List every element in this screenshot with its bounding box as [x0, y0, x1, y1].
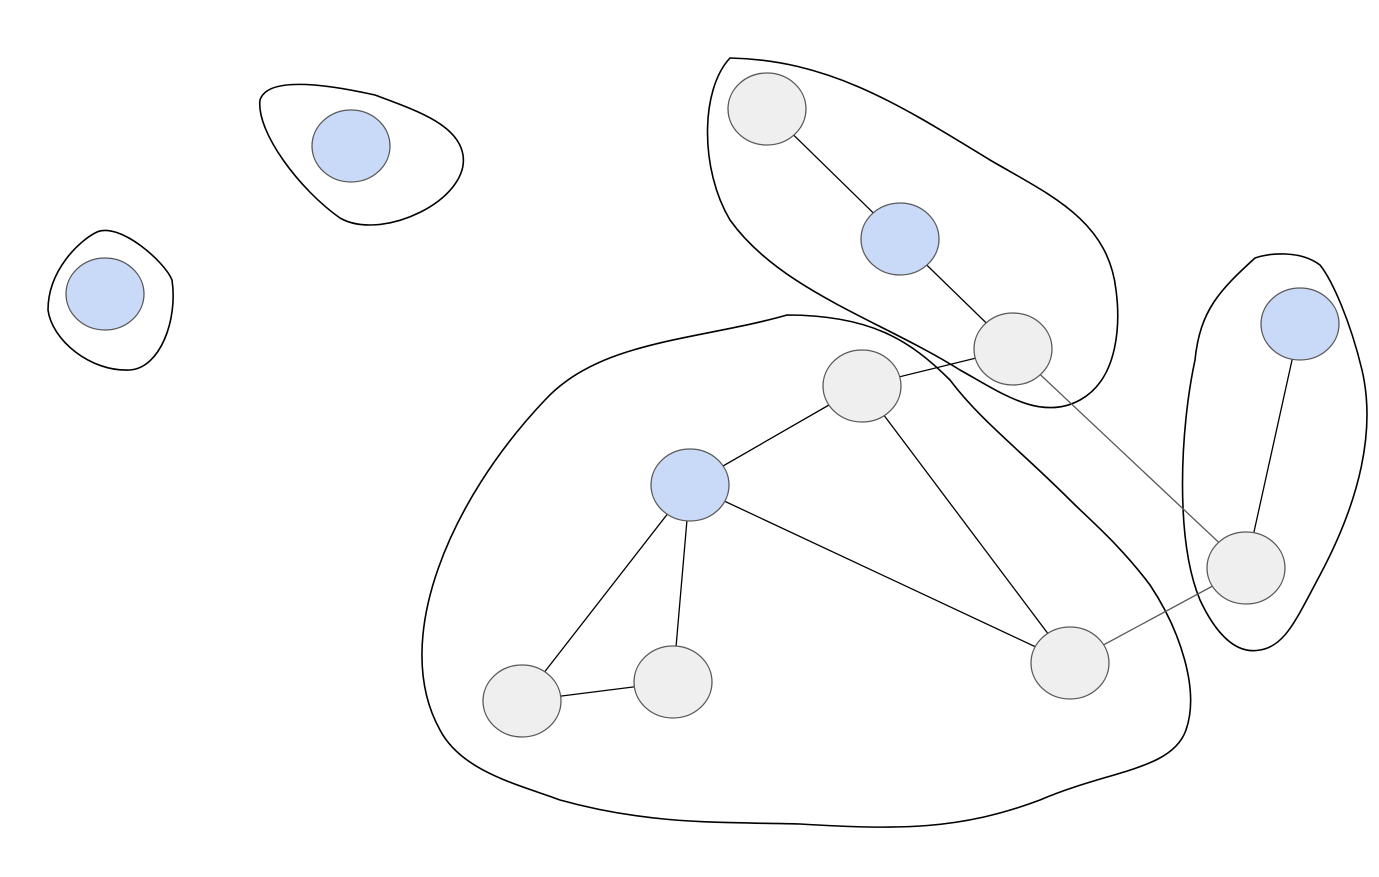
group-outline-g5 [1181, 253, 1368, 652]
node-n11 [1260, 287, 1340, 361]
edge-n5-n12 [1012, 348, 1247, 569]
node-n2 [311, 109, 391, 183]
group-outline-g1 [47, 229, 174, 371]
group-outline-g2 [259, 83, 464, 226]
node-n9 [633, 645, 713, 719]
nodes [65, 72, 1340, 738]
node-n3 [727, 72, 807, 146]
node-n7 [650, 448, 730, 522]
node-n4 [860, 202, 940, 276]
node-n6 [822, 349, 902, 423]
edge-n7-n8 [521, 484, 691, 702]
node-n5 [973, 312, 1053, 386]
node-n8 [482, 664, 562, 738]
group-outlines [47, 57, 1368, 828]
edge-n11-n12 [1245, 323, 1301, 569]
node-n1 [65, 257, 145, 331]
edges [521, 108, 1301, 702]
node-n10 [1030, 626, 1110, 700]
edge-n7-n10 [689, 484, 1071, 664]
group-outline-g4 [421, 314, 1192, 828]
edge-n6-n10 [861, 385, 1071, 664]
group-outline-g3 [706, 57, 1119, 409]
node-n12 [1206, 531, 1286, 605]
